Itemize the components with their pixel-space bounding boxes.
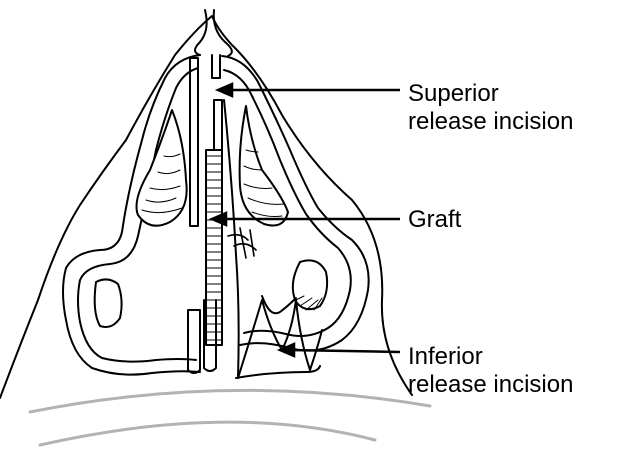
graft-sutures	[228, 228, 256, 258]
septum-left-strip	[190, 58, 198, 226]
inferior-leader-line	[290, 350, 400, 352]
septum-superior-notch	[212, 55, 220, 78]
septum-right-strip	[224, 100, 239, 378]
right-alar-loop	[293, 260, 327, 309]
inferior-label-line2: release incision	[408, 371, 573, 399]
inferior-incision-wedge	[262, 296, 296, 313]
graft-label-text: Graft	[408, 206, 461, 234]
nostril-floor	[236, 366, 320, 378]
leader-lines	[212, 84, 400, 356]
lower-lip-contour	[40, 422, 375, 445]
superior-release-incision-label: Superior release incision	[408, 80, 573, 136]
left-alar-loop	[95, 279, 122, 327]
lip-contours	[30, 390, 430, 445]
columella-left-leg	[188, 310, 200, 373]
inferior-release-incision-label: Inferior release incision	[408, 343, 573, 399]
upper-lip-contour	[30, 390, 430, 412]
superior-label-line1: Superior	[408, 80, 573, 108]
superior-label-line2: release incision	[408, 108, 573, 136]
inferior-label-line1: Inferior	[408, 343, 573, 371]
dorsum-tip	[195, 10, 232, 56]
right-turbinate	[240, 106, 288, 226]
superior-arrowhead	[218, 84, 232, 96]
graft-label: Graft	[408, 206, 461, 234]
